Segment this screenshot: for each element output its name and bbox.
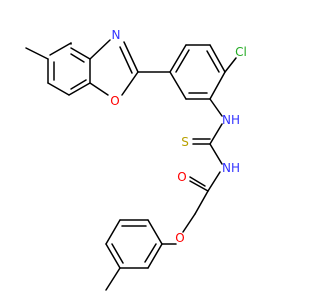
molecule-diagram: Cl N O NH S NH O O — [25, 28, 247, 291]
bond — [182, 213, 196, 233]
sulfur-label: S — [181, 135, 189, 149]
bond — [209, 143, 223, 165]
bond — [105, 219, 121, 245]
bond — [209, 123, 223, 145]
bond — [121, 71, 139, 96]
bond — [209, 44, 226, 73]
bond — [169, 44, 187, 73]
bond — [119, 46, 133, 74]
bond — [169, 71, 187, 100]
oxazole-oxygen-label: O — [110, 94, 119, 108]
bond — [68, 82, 91, 96]
bond — [25, 47, 49, 60]
bond — [207, 171, 221, 192]
bond — [189, 176, 206, 187]
bond — [89, 39, 111, 60]
atom-labels: Cl N O NH S NH O O — [110, 28, 247, 245]
ether-oxygen-label: O — [175, 231, 184, 245]
bond — [105, 243, 121, 269]
bond — [47, 82, 70, 96]
bond — [105, 267, 121, 291]
bond — [70, 53, 85, 63]
amine-lower-label: NH — [222, 161, 240, 175]
oxazole-nitrogen-label: N — [112, 28, 121, 42]
bond — [189, 180, 209, 192]
bond — [144, 243, 157, 263]
bond — [111, 243, 124, 264]
bond — [206, 50, 220, 73]
chlorine-label: Cl — [235, 45, 247, 59]
structure-svg: Cl N O NH S NH O O — [25, 28, 247, 291]
bond — [209, 71, 226, 100]
amine-upper-label: NH — [222, 113, 240, 127]
bond — [123, 41, 139, 73]
bond — [209, 98, 223, 117]
bond — [70, 47, 91, 60]
bond — [147, 243, 163, 269]
bond — [70, 79, 87, 90]
carbonyl-oxygen-label: O — [177, 170, 186, 184]
bond — [147, 219, 163, 245]
bond — [49, 42, 72, 56]
bonds — [25, 39, 237, 291]
bond — [194, 190, 209, 215]
bond — [89, 82, 109, 96]
bond — [175, 49, 190, 73]
bond — [224, 57, 237, 73]
